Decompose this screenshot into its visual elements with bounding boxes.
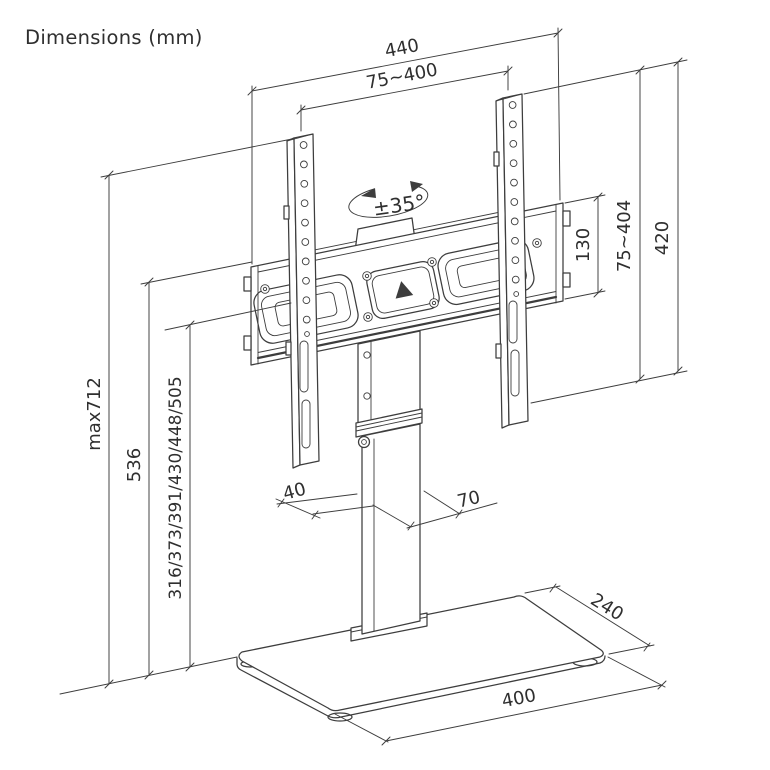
rail-hook-tab — [283, 205, 290, 220]
rail-hook-tab — [493, 151, 500, 167]
dim-max-height: max712 — [84, 138, 293, 689]
dim-bracket-height: 130 — [564, 192, 606, 300]
bracket-end-tab — [562, 272, 571, 288]
rail-slot — [508, 300, 518, 344]
dim-column-depth: 70 — [372, 487, 498, 531]
dim-label-column-depth: 70 — [455, 487, 482, 513]
right-vesa-rail — [493, 93, 529, 429]
left-vesa-rail — [283, 133, 320, 469]
collar-knob — [357, 435, 371, 449]
dim-label-vesa-height: 75~404 — [614, 200, 635, 272]
dim-overall-width: 440 — [247, 27, 563, 265]
rail-slot — [299, 340, 309, 393]
swivel-angle-label: ±35° — [372, 190, 427, 221]
swivel-indicator: ±35° — [348, 181, 429, 221]
dim-center-height: 536 — [124, 261, 253, 680]
bracket-cutout-center — [366, 260, 440, 320]
base-plate — [59, 595, 606, 722]
dim-label-center-height: 536 — [124, 448, 145, 482]
rail-slot — [510, 349, 520, 397]
rotate-left-arrow-icon — [361, 188, 376, 198]
dim-label-base-depth: 240 — [587, 589, 627, 625]
dim-label-rail-height: 420 — [652, 221, 673, 255]
base-top-face — [238, 595, 604, 712]
bracket-screws — [260, 238, 542, 322]
column-lower-tube — [361, 423, 421, 635]
column-screw-hole — [363, 392, 371, 400]
column-collar — [355, 408, 423, 438]
dim-rail-heights: 75~404 420 — [523, 57, 688, 404]
bracket-end-tab — [243, 335, 252, 351]
dim-vesa-width: 75~400 — [296, 59, 513, 132]
bracket-end-tab — [562, 210, 571, 227]
center-column — [350, 330, 428, 642]
rail-hook-tab — [285, 341, 292, 356]
rail-holes — [299, 141, 311, 337]
dim-label-height-positions: 316/373/391/430/448/505 — [166, 376, 186, 599]
dim-label-vesa-width: 75~400 — [364, 59, 439, 93]
base-thickness-edge — [236, 655, 606, 719]
dim-column-width: 40 — [275, 479, 374, 520]
dim-label-base-width: 400 — [500, 685, 538, 712]
dim-label-overall-width: 440 — [383, 35, 421, 62]
rail-hook-tab — [495, 343, 502, 359]
bracket-end-tab — [243, 276, 252, 292]
rotate-right-arrow-icon — [410, 181, 423, 192]
page-title: Dimensions (mm) — [25, 26, 203, 49]
column-screw-hole — [363, 351, 371, 359]
rotation-arc — [348, 185, 429, 218]
dim-height-positions: 316/373/391/430/448/505 — [164, 302, 292, 672]
rail-holes — [508, 101, 520, 297]
dim-label-max-height: max712 — [84, 377, 105, 451]
up-arrow-icon — [395, 281, 414, 299]
rail-slot — [301, 399, 311, 449]
dim-label-bracket-height: 130 — [573, 228, 594, 262]
